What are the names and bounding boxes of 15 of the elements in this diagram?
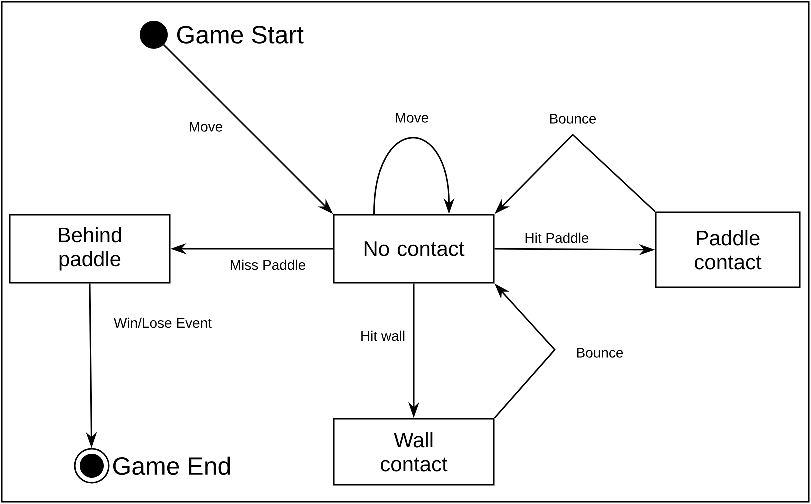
arrow (374, 137, 455, 214)
edge-label: Bounce (548, 113, 598, 125)
edge-label: Hit wall (359, 330, 407, 342)
state-name: Game End (113, 456, 230, 476)
edge-label: Win/Lose Event (112, 316, 214, 330)
edge-label: Miss Paddle (228, 258, 308, 272)
edge-label: Move (394, 112, 430, 124)
edge-label: Hit Paddle (524, 232, 590, 244)
state-name: Game Start (177, 26, 304, 44)
edge-label: Bounce (575, 347, 625, 359)
state-box: Wall contact (333, 418, 495, 486)
state-box: Paddle contact (655, 212, 801, 288)
state-box: Behind paddle (9, 214, 171, 284)
edge-label: Move (188, 121, 224, 133)
state-box: No contact (333, 214, 495, 284)
